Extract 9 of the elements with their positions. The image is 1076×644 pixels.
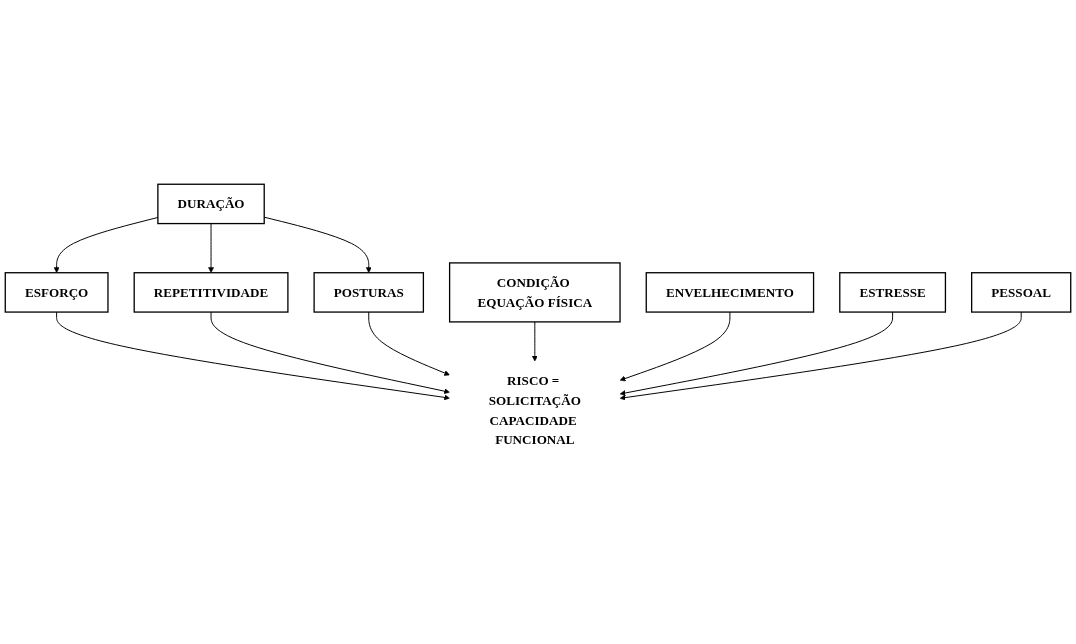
node-text: RISCO = SOLICITAÇÃO CAPACIDADE FUNCIONAL bbox=[488, 373, 581, 448]
node-box: ESTRESSE bbox=[839, 272, 947, 313]
node-box: REPETITIVIDADE bbox=[133, 272, 289, 313]
node-box: CONDIÇÃO EQUAÇÃO FÍSICA bbox=[448, 262, 621, 323]
node-box: ENVELHECIMENTO bbox=[645, 272, 815, 313]
node-box: PESSOAL bbox=[971, 272, 1072, 313]
node-box: DURAÇÃO bbox=[157, 183, 265, 225]
node-box: ESFORÇO bbox=[4, 272, 109, 313]
node-box: POSTURAS bbox=[313, 272, 425, 313]
